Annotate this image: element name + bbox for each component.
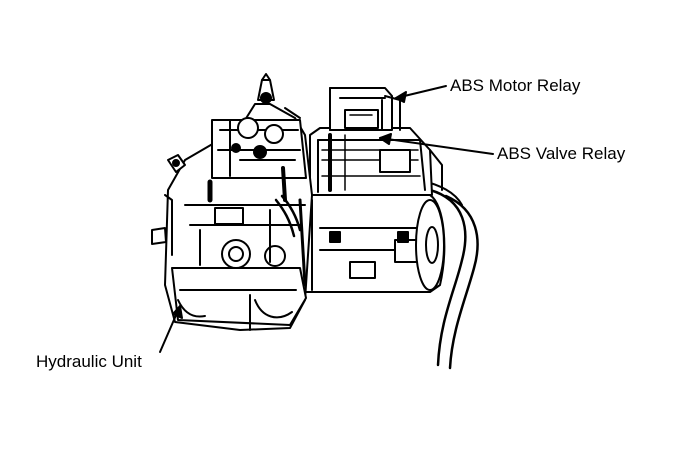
hydraulic-unit-arrowhead — [172, 305, 183, 319]
valve-relay-arrowhead — [379, 133, 392, 145]
relay-box — [309, 127, 443, 196]
hydraulic-unit — [151, 73, 313, 331]
hydraulic-unit-label: Hydraulic Unit — [36, 352, 142, 371]
motor-relay — [329, 87, 401, 131]
abs-motor-relay-label: ABS Motor Relay — [450, 76, 581, 95]
leader-lines — [159, 85, 494, 353]
motor-relay-arrowhead — [395, 91, 407, 103]
abs-valve-relay-label: ABS Valve Relay — [497, 144, 626, 163]
valve-relay-leader — [379, 137, 494, 155]
motor-housing — [304, 194, 446, 293]
